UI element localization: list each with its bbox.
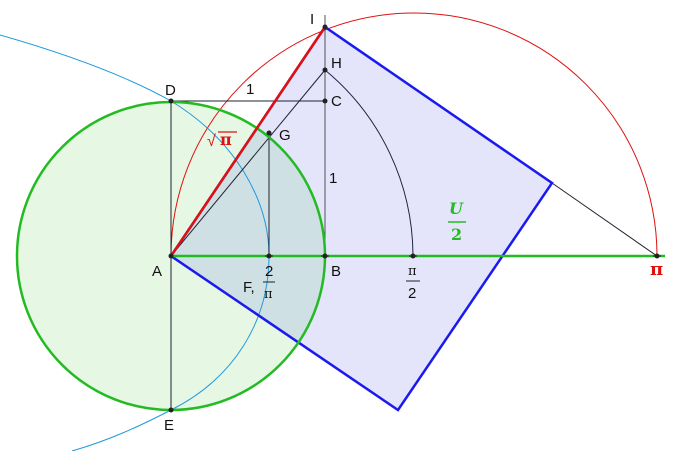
label-two-over-pi-num: 2 [265, 263, 273, 280]
red-semicircle [170, 12, 658, 257]
label-i: I [310, 11, 314, 28]
point-h [322, 67, 328, 73]
label-pi: π [650, 259, 663, 280]
label-sqrt-pi: π [220, 130, 232, 149]
label-e: E [164, 417, 174, 434]
point-g [266, 130, 272, 136]
point-a [168, 253, 174, 259]
arc-h-to-pi-half [324, 69, 414, 257]
label-b: B [331, 263, 341, 280]
line-i-pi [551, 182, 658, 257]
label-u-den: 2 [451, 225, 462, 244]
label-a: A [152, 263, 162, 280]
label-f: F, [243, 279, 255, 296]
label-pi-half-den: 2 [408, 285, 416, 302]
red-sqrt-pi-segment [169, 26, 327, 257]
label-c: C [331, 93, 342, 110]
label-one-top: 1 [246, 81, 254, 98]
label-u: U [449, 199, 464, 218]
label-pi-half-num: π [408, 264, 417, 279]
point-d [168, 98, 174, 104]
points [168, 24, 660, 413]
label-two-over-pi-den: π [264, 287, 273, 302]
label-d: D [165, 82, 176, 99]
point-c [322, 98, 328, 104]
label-h: H [331, 55, 342, 72]
label-sqrt-radical: √ [207, 133, 216, 150]
label-g: G [279, 127, 291, 144]
point-i [322, 24, 328, 30]
label-one-side: 1 [329, 170, 337, 187]
line-a-h [170, 69, 326, 257]
point-e [168, 407, 174, 413]
